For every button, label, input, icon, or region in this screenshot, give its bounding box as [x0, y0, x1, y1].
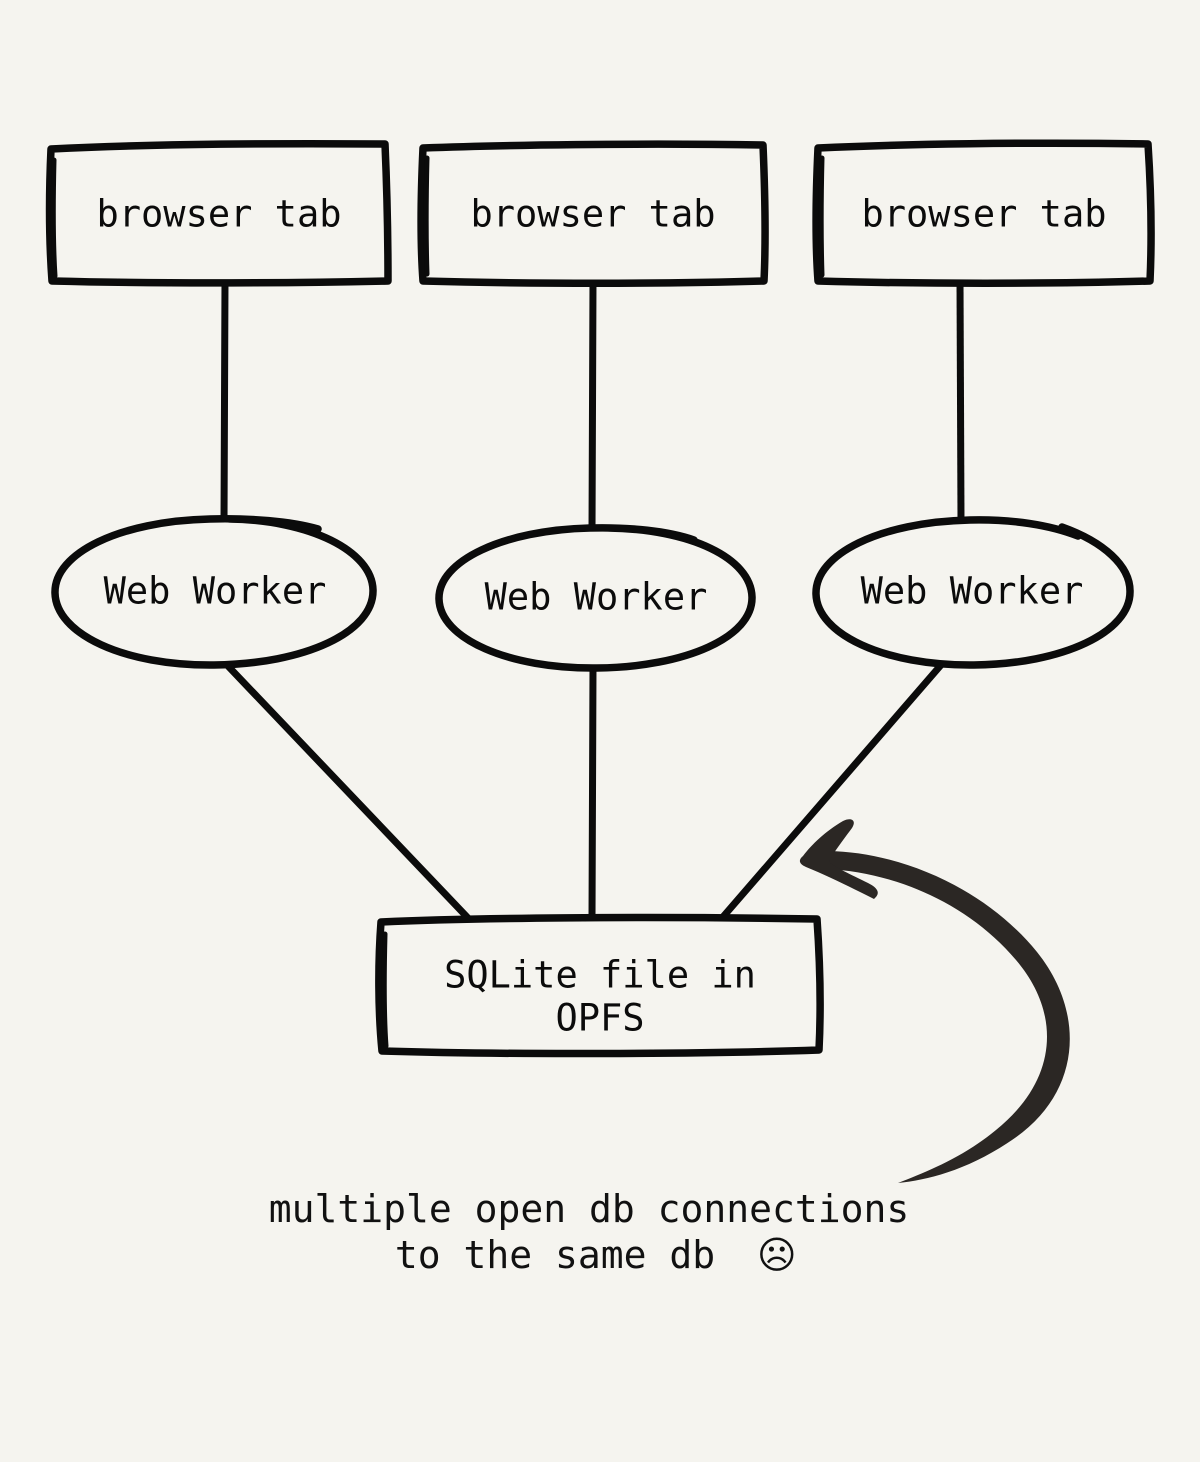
- annotation-line-2: to the same db: [395, 1233, 715, 1277]
- web-worker-3-label: Web Worker: [861, 570, 1084, 613]
- edge-worker2-sqlite: [588, 663, 597, 922]
- node-sqlite-file-opfs[interactable]: SQLite file in OPFS: [375, 913, 824, 1058]
- edge-tab1-worker1: [220, 277, 229, 526]
- browser-tab-1-label: browser tab: [96, 193, 341, 236]
- web-worker-2-label: Web Worker: [485, 576, 708, 619]
- frowning-face-emoji: ☹: [757, 1233, 797, 1277]
- annotation-caption: multiple open db connections to the same…: [269, 1187, 910, 1277]
- edge-worker1-sqlite: [223, 661, 472, 922]
- node-browser-tab-3[interactable]: browser tab: [812, 139, 1155, 287]
- web-worker-1-label: Web Worker: [104, 570, 327, 613]
- node-web-worker-1[interactable]: Web Worker: [51, 515, 377, 669]
- node-browser-tab-1[interactable]: browser tab: [45, 139, 392, 287]
- edge-tab3-worker3: [956, 277, 965, 525]
- browser-tab-3-label: browser tab: [861, 193, 1106, 236]
- annotation-line-1: multiple open db connections: [269, 1187, 910, 1231]
- node-browser-tab-2[interactable]: browser tab: [417, 140, 769, 287]
- node-web-worker-3[interactable]: Web Worker: [812, 516, 1134, 669]
- browser-tab-2-label: browser tab: [470, 193, 715, 236]
- edge-worker3-sqlite: [718, 661, 945, 922]
- node-web-worker-2[interactable]: Web Worker: [435, 524, 756, 672]
- edge-tab2-worker2: [588, 277, 597, 535]
- sqlite-label-line-2: OPFS: [555, 997, 644, 1040]
- sqlite-label-line-1: SQLite file in: [444, 954, 756, 997]
- curved-annotation-arrow: [799, 819, 1070, 1183]
